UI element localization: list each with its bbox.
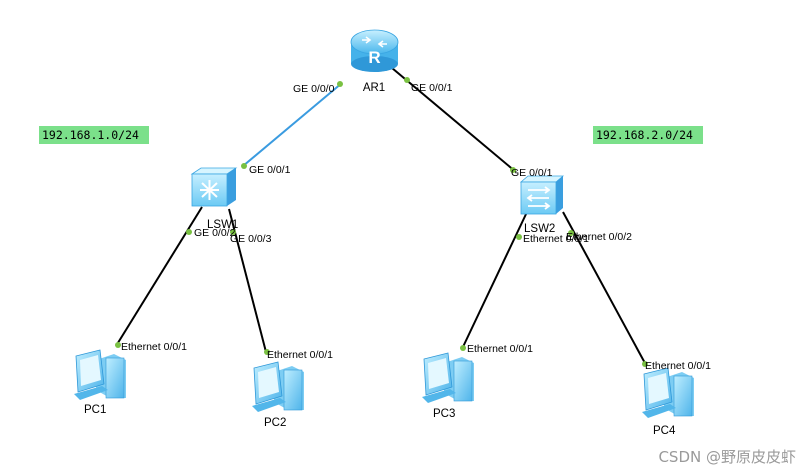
link-ar1-lsw1[interactable] (242, 82, 343, 167)
router-icon: R (350, 29, 399, 72)
device-label: PC1 (84, 404, 106, 416)
port-dot (404, 77, 410, 83)
switch-lsw1[interactable]: LSW1 (190, 167, 238, 231)
svg-text:R: R (368, 48, 380, 67)
pc-icon (642, 367, 694, 418)
port-dots (115, 77, 648, 367)
port-label: Ethernet 0/0/1 (267, 349, 333, 361)
port-dot (241, 163, 247, 169)
port-label: Ethernet 0/0/1 (523, 233, 589, 245)
port-dot (115, 342, 121, 348)
switch-icon (519, 175, 565, 215)
port-label: GE 0/0/1 (249, 164, 291, 176)
port-dot (642, 361, 648, 367)
pc-pc4[interactable]: PC4 (642, 367, 694, 437)
port-label: GE 0/0/0 (293, 83, 335, 95)
port-dot (510, 167, 516, 173)
port-dot (460, 345, 466, 351)
link-lsw1-pc1[interactable] (115, 206, 203, 347)
pc-pc2[interactable]: PC2 (252, 361, 304, 429)
device-label: LSW1 (207, 219, 238, 231)
port-dot (516, 234, 522, 240)
pc-icon (252, 361, 304, 412)
link-lsw2-pc3[interactable] (461, 211, 528, 350)
port-dot (568, 230, 574, 236)
device-label: PC2 (264, 417, 286, 429)
switch-icon (190, 167, 238, 207)
link-ar1-lsw2[interactable] (391, 67, 517, 173)
subnet-label-left: 192.168.1.0/24 (39, 126, 149, 144)
pc-pc1[interactable]: PC1 (74, 349, 126, 416)
switch-lsw2[interactable]: LSW2 (519, 175, 565, 235)
port-label: Ethernet 0/0/2 (566, 231, 632, 243)
port-label: Ethernet 0/0/1 (645, 360, 711, 372)
port-label: GE 0/0/1 (411, 82, 453, 94)
pc-icon (74, 349, 126, 400)
port-label: Ethernet 0/0/1 (121, 341, 187, 353)
port-label: GE 0/0/3 (230, 233, 272, 245)
port-labels: GE 0/0/0 GE 0/0/1 GE 0/0/1 GE 0/0/2 GE 0… (121, 82, 711, 372)
pc-icon (422, 352, 474, 403)
router-ar1[interactable]: R AR1 (350, 29, 399, 94)
device-label: PC3 (433, 408, 455, 420)
port-label: GE 0/0/1 (511, 167, 553, 179)
port-dot (264, 349, 270, 355)
pc-pc3[interactable]: PC3 (422, 352, 474, 420)
device-label: AR1 (363, 82, 385, 94)
port-label: Ethernet 0/0/1 (467, 343, 533, 355)
device-label: LSW2 (524, 223, 555, 235)
subnet-text: 192.168.2.0/24 (596, 128, 693, 142)
device-label: PC4 (653, 425, 676, 437)
port-dot (337, 81, 343, 87)
port-label: GE 0/0/2 (194, 227, 236, 239)
watermark: CSDN @野原皮皮虾 (658, 448, 796, 466)
port-dot (230, 229, 236, 235)
subnet-label-right: 192.168.2.0/24 (593, 126, 703, 144)
port-dot (186, 229, 192, 235)
subnet-text: 192.168.1.0/24 (42, 128, 139, 142)
link-lsw2-pc4[interactable] (562, 211, 647, 366)
links (115, 67, 647, 366)
